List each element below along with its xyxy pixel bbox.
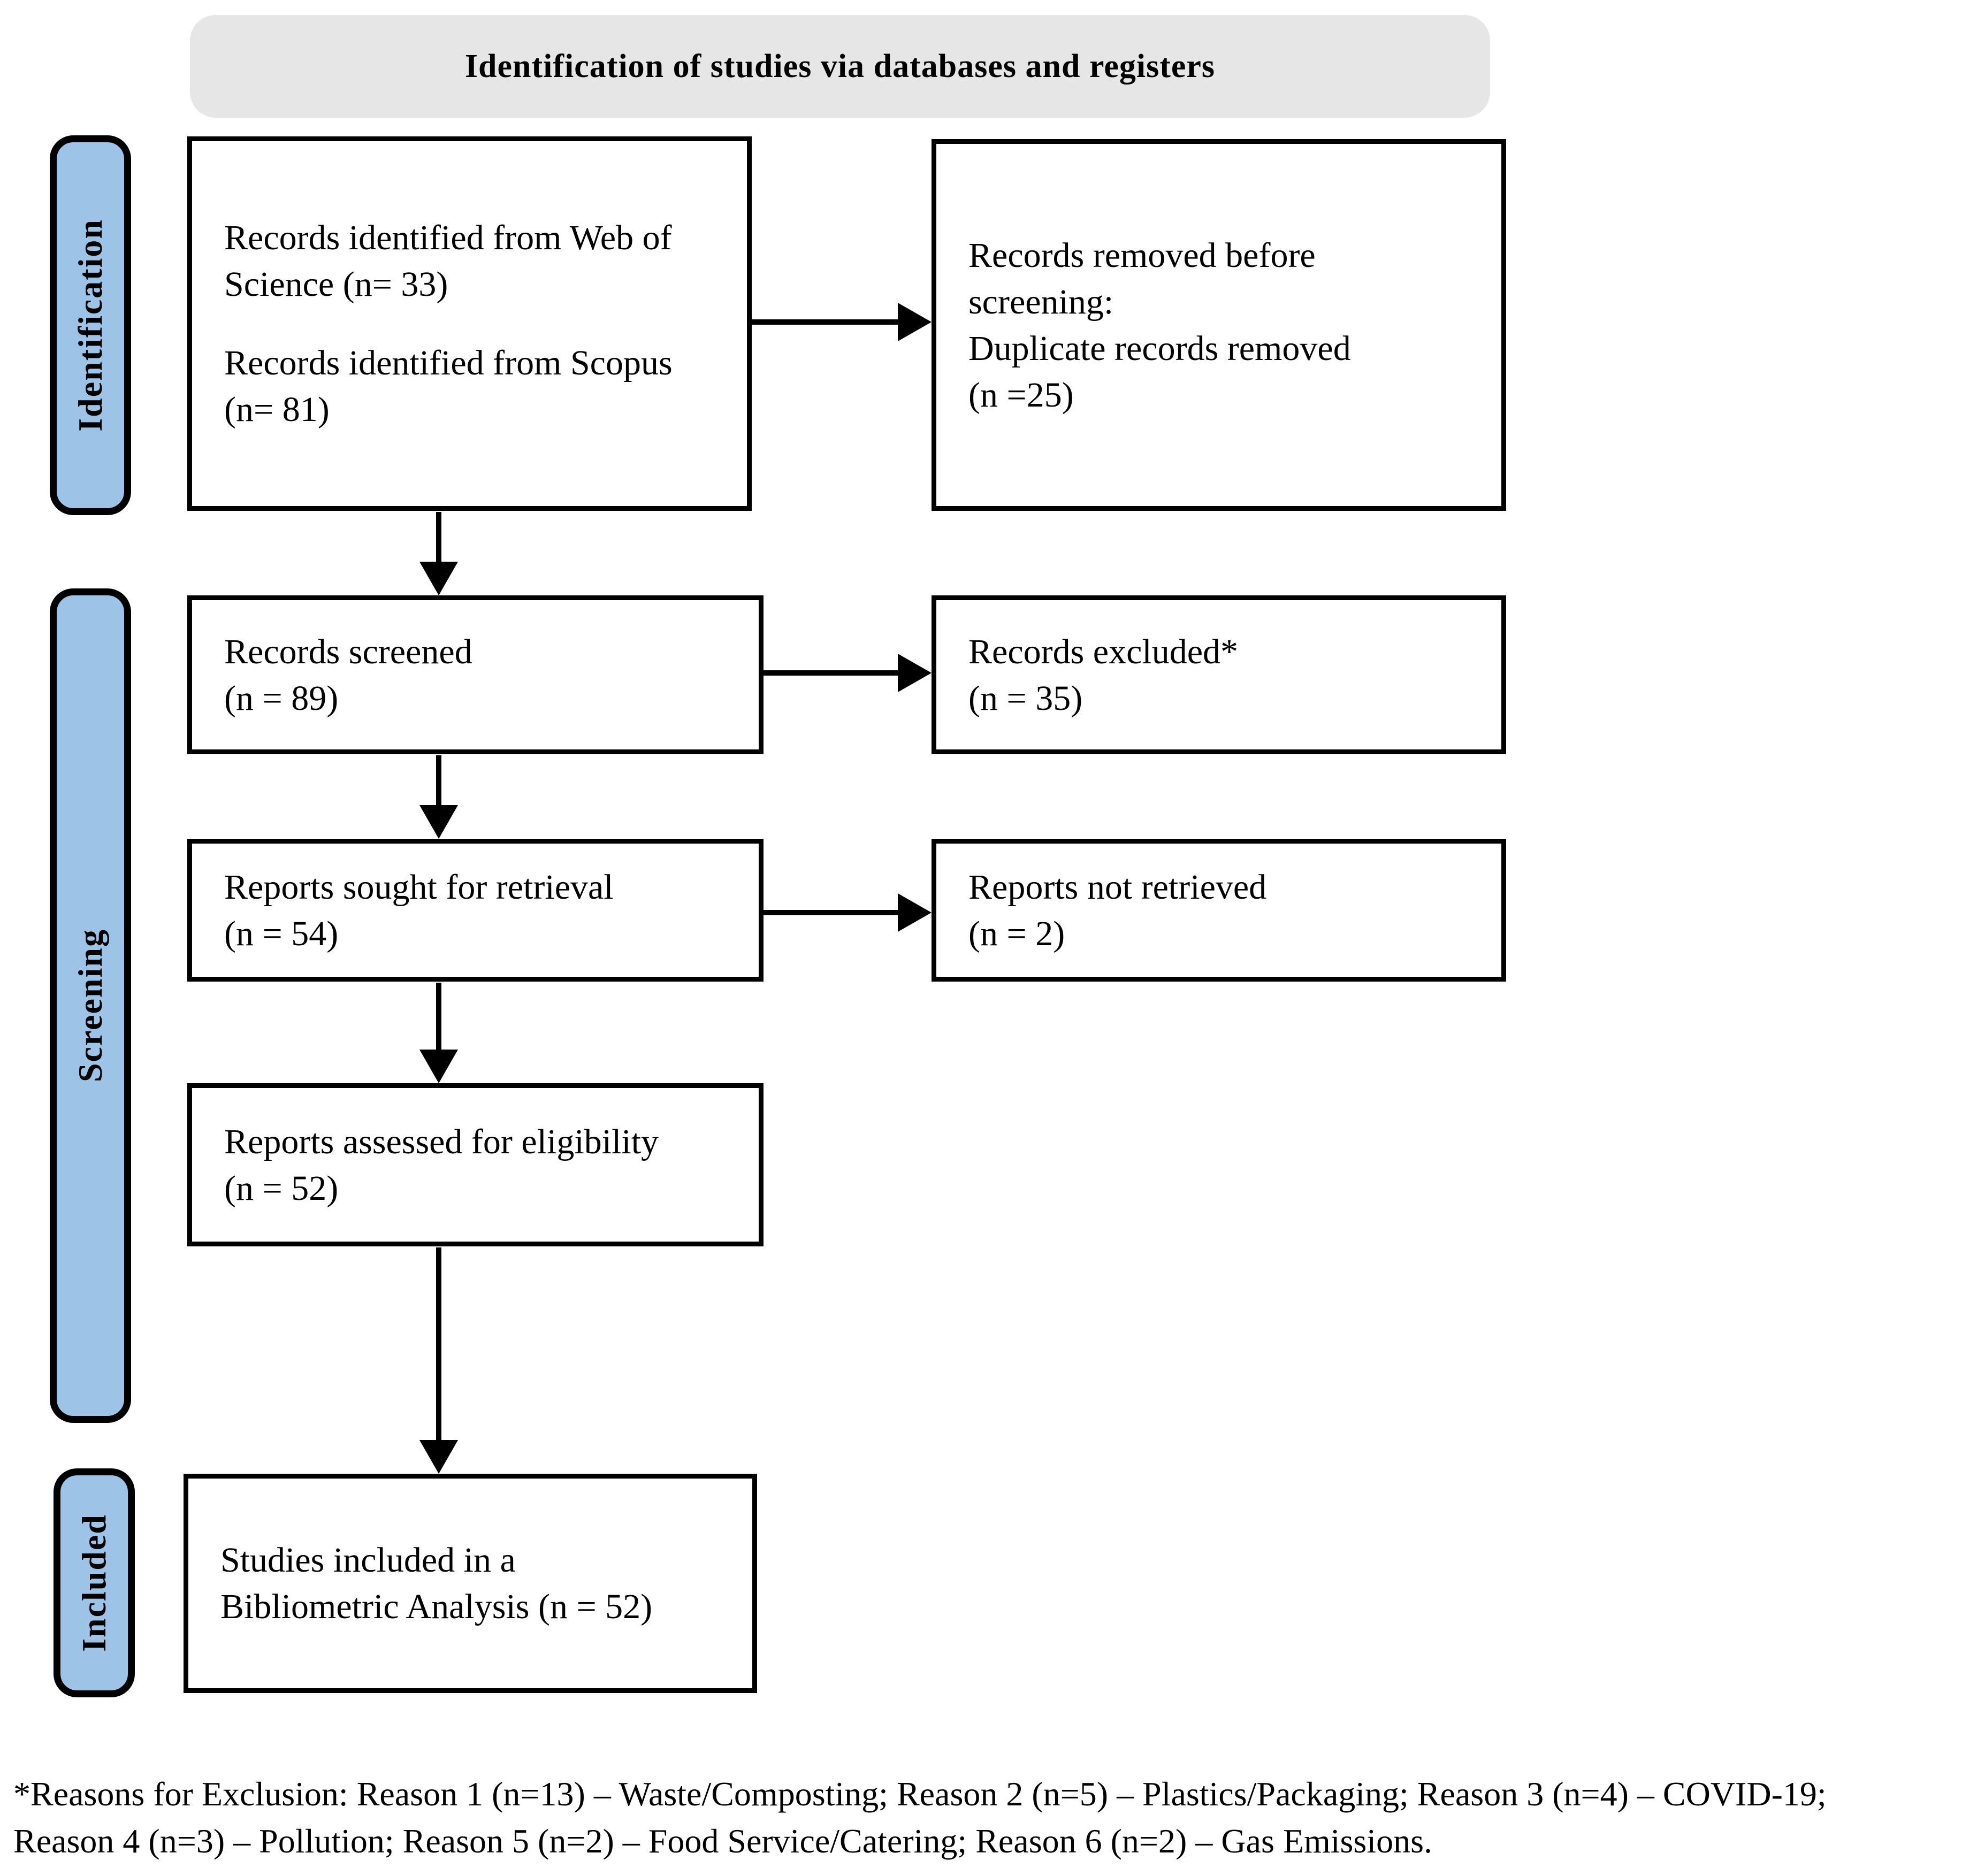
- arrow-identified-to-screened: [419, 512, 458, 595]
- box-text-line: (n = 52): [224, 1168, 339, 1208]
- stage-label-identification-text: Identification: [71, 219, 109, 432]
- header-band: Identification of studies via databases …: [190, 15, 1490, 118]
- box-studies-included: Studies included in a Bibliometric Analy…: [184, 1474, 757, 1693]
- box-text-line: Records identified from Scopus: [224, 343, 673, 382]
- box-reports-sought: Reports sought for retrieval (n = 54): [187, 839, 764, 982]
- box-text-line: (n = 2): [968, 914, 1065, 953]
- arrow-assessed-to-included: [419, 1247, 458, 1474]
- box-text-line: Records screened: [224, 632, 472, 671]
- box-text-line: Duplicate records removed: [968, 328, 1351, 368]
- box-records-identified: Records identified from Web of Science (…: [187, 136, 752, 511]
- box-records-excluded: Records excluded* (n = 35): [932, 595, 1506, 754]
- box-text-line: Science (n= 33): [224, 265, 448, 304]
- arrow-identified-to-removed: [752, 303, 932, 341]
- box-text-line: Records identified from Web of: [224, 218, 672, 257]
- box-text-line: Reports not retrieved: [968, 867, 1267, 907]
- box-text-line: (n =25): [968, 375, 1074, 415]
- box-reports-not-retrieved: Reports not retrieved (n = 2): [932, 839, 1506, 982]
- footnote-line-1: *Reasons for Exclusion: Reason 1 (n=13) …: [13, 1775, 1827, 1813]
- box-text-line: (n= 81): [224, 390, 330, 429]
- box-text-line: (n = 54): [224, 914, 339, 953]
- box-text-line: Reports assessed for eligibility: [224, 1122, 659, 1161]
- footnote-line-2: Reason 4 (n=3) – Pollution; Reason 5 (n=…: [13, 1822, 1432, 1860]
- stage-label-included: Included: [54, 1468, 135, 1697]
- box-text-line: Bibliometric Analysis (n = 52): [220, 1587, 653, 1626]
- box-text-line: Studies included in a: [220, 1541, 516, 1580]
- arrow-sought-to-assessed: [419, 983, 458, 1083]
- box-text-line: (n = 89): [224, 678, 339, 718]
- arrow-screened-to-excluded: [764, 654, 932, 692]
- box-text-line: screening:: [968, 282, 1114, 321]
- diagram-title: Identification of studies via databases …: [464, 48, 1216, 85]
- stage-label-identification: Identification: [50, 135, 131, 515]
- box-records-screened: Records screened (n = 89): [187, 595, 764, 754]
- arrow-sought-to-not-retrieved: [764, 893, 932, 932]
- box-text-line: Records removed before: [968, 235, 1316, 275]
- box-text-line: Reports sought for retrieval: [224, 867, 614, 907]
- stage-label-screening: Screening: [50, 588, 131, 1423]
- stage-label-included-text: Included: [75, 1514, 113, 1652]
- footnote: *Reasons for Exclusion: Reason 1 (n=13) …: [13, 1771, 1956, 1865]
- arrow-screened-to-sought: [419, 755, 458, 839]
- box-reports-assessed: Reports assessed for eligibility (n = 52…: [187, 1083, 764, 1246]
- stage-label-screening-text: Screening: [71, 929, 109, 1083]
- box-text-line: (n = 35): [968, 678, 1083, 718]
- box-text-line: Records excluded*: [968, 632, 1238, 671]
- box-records-removed: Records removed before screening: Duplic…: [932, 139, 1506, 511]
